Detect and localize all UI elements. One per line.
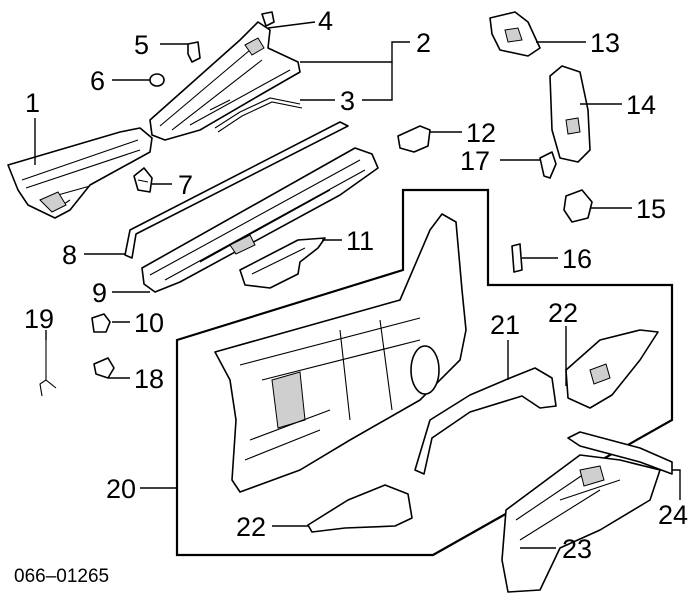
callout-11: 11 (346, 226, 374, 256)
part-18-bracket (93, 357, 115, 379)
callout-4: 4 (318, 6, 333, 36)
callout-21: 21 (490, 310, 520, 340)
part-4-clip (261, 11, 275, 27)
part-11-reinforcement (239, 237, 326, 289)
part-17-bolt (539, 151, 557, 179)
part-14-hinge-pillar-plate (549, 65, 591, 163)
callout-5: 5 (134, 30, 149, 60)
part-10-clip (91, 313, 111, 333)
callout-22-lower: 22 (236, 512, 266, 542)
leader-lines (34, 21, 681, 549)
callout-labels: 1 2 3 4 5 6 7 8 9 10 11 12 13 14 15 16 1… (24, 6, 688, 564)
callout-8: 8 (62, 240, 77, 270)
part-15-bracket (563, 189, 593, 223)
part-6-grommet (149, 73, 165, 87)
part-22-lower-bracket (307, 484, 413, 533)
callout-14: 14 (626, 90, 656, 120)
callout-12: 12 (466, 118, 496, 148)
part-19-rod (39, 340, 57, 397)
part-20-dash-panel (214, 213, 467, 493)
callout-18: 18 (134, 364, 164, 394)
callout-6: 6 (90, 66, 105, 96)
callout-10: 10 (134, 308, 164, 338)
part-5-fastener (187, 41, 201, 63)
callout-2: 2 (416, 28, 431, 58)
callout-13: 13 (590, 28, 620, 58)
callout-16: 16 (562, 244, 592, 274)
part-22-upper-bracket (565, 329, 659, 409)
part-2-cowl-top-panel (149, 21, 301, 141)
callout-1: 1 (25, 88, 40, 118)
callout-3: 3 (340, 86, 355, 116)
part-7-bracket (133, 167, 153, 193)
callout-23: 23 (562, 534, 592, 564)
part-3-wiper-bracket (214, 97, 303, 133)
callout-19: 19 (24, 304, 54, 334)
part-23-side-reinforcement (501, 454, 661, 593)
diagram-code: 066–01265 (14, 566, 109, 587)
part-13-bracket (489, 11, 541, 57)
part-1-cowl-side-panel (7, 127, 153, 219)
callout-17: 17 (460, 146, 490, 176)
part-12-bracket (397, 125, 431, 153)
callout-20: 20 (106, 474, 136, 504)
callout-7: 7 (178, 170, 193, 200)
callout-9: 9 (92, 278, 107, 308)
part-8-seal-strip (124, 121, 349, 259)
part-9-cowl-front-panel (141, 147, 379, 293)
callout-24: 24 (658, 500, 688, 530)
part-16-spacer (511, 243, 523, 273)
part-24-rail (567, 431, 673, 475)
callout-15: 15 (636, 194, 666, 224)
part-21-brace (414, 367, 557, 475)
callout-22-upper: 22 (548, 298, 578, 328)
